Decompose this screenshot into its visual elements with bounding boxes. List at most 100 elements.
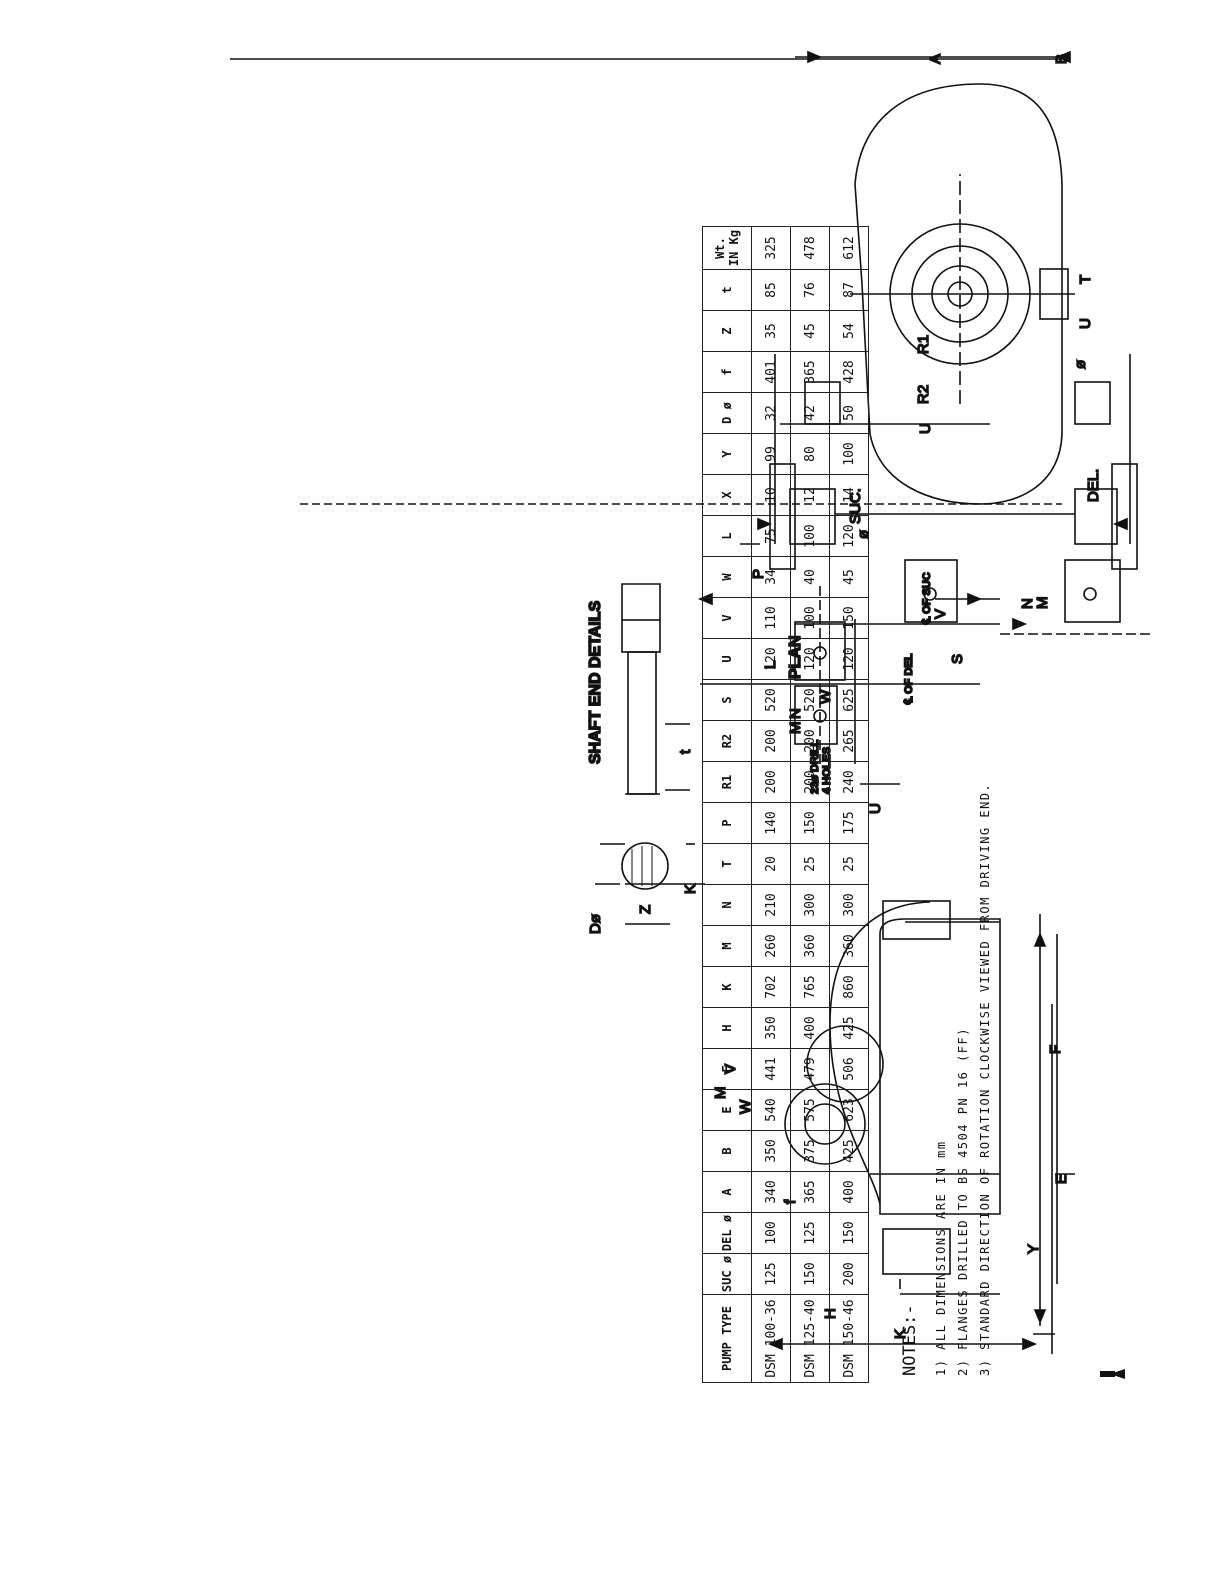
label-dia-suc: ø <box>855 530 872 539</box>
table-cell: 99 <box>751 433 791 475</box>
note-item: 2) FLANGES DRILLED TO BS 4504 PN 16 (FF) <box>956 1027 970 1376</box>
table-cell: 100 <box>790 597 830 639</box>
label-H: H <box>822 1308 839 1319</box>
table-cell: 45 <box>829 556 869 598</box>
table-cell: 35 <box>751 310 791 352</box>
pump-type-cell: DSM 150-46 <box>829 1294 869 1383</box>
col-header: E <box>702 1089 752 1131</box>
table-cell: 120 <box>829 638 869 680</box>
label-N-plan: N <box>1019 598 1036 609</box>
table-cell: 150 <box>790 802 830 844</box>
table-cell: 32 <box>751 392 791 434</box>
col-header: SUC ø <box>702 1253 752 1295</box>
label-N2-plan: N <box>787 708 804 719</box>
table-cell: 425 <box>829 1130 869 1172</box>
label-W-plan: W <box>817 689 834 704</box>
col-header: Wt. IN Kg <box>702 226 752 270</box>
table-cell: 34 <box>751 556 791 598</box>
table-cell: 350 <box>751 1130 791 1172</box>
label-L-plan: L <box>762 661 779 669</box>
label-D: Dø <box>587 914 604 934</box>
table-cell: 575 <box>790 1089 830 1131</box>
col-header: A <box>702 1171 752 1213</box>
table-cell: 265 <box>829 720 869 762</box>
col-header: R1 <box>702 761 752 803</box>
table-cell: 625 <box>829 679 869 721</box>
label-S: S <box>949 654 966 664</box>
col-header: D ø <box>702 392 752 434</box>
col-header: H <box>702 1007 752 1049</box>
table-cell: 25 <box>829 843 869 885</box>
table-cell: 45 <box>790 310 830 352</box>
table-cell: 520 <box>790 679 830 721</box>
table-cell: 50 <box>829 392 869 434</box>
col-header: R2 <box>702 720 752 762</box>
table-cell: 360 <box>790 925 830 967</box>
table-cell: 200 <box>751 761 791 803</box>
col-header: U <box>702 638 752 680</box>
table-cell: 175 <box>829 802 869 844</box>
table-cell: 401 <box>751 351 791 393</box>
col-header: f <box>702 351 752 393</box>
col-header: Y <box>702 433 752 475</box>
table-cell: 14 <box>829 474 869 516</box>
table-cell: 120 <box>751 638 791 680</box>
table-cell: 300 <box>790 884 830 926</box>
table-cell: 10 <box>751 474 791 516</box>
label-K-shaft: K <box>682 884 699 894</box>
table-cell: 400 <box>829 1171 869 1213</box>
col-header: K <box>702 966 752 1008</box>
table-cell: 400 <box>790 1007 830 1049</box>
table-cell: 100 <box>829 433 869 475</box>
table-cell: 325 <box>751 226 791 270</box>
table-cell: 360 <box>829 925 869 967</box>
table-cell: 478 <box>790 226 830 270</box>
table-cell: 612 <box>829 226 869 270</box>
label-R1: R1 <box>915 335 932 354</box>
table-cell: 87 <box>829 269 869 311</box>
col-header: F <box>702 1048 752 1090</box>
table-cell: 110 <box>751 597 791 639</box>
table-cell: 100 <box>790 515 830 557</box>
col-header: DEL ø <box>702 1212 752 1254</box>
label-K-side: K <box>892 1329 909 1339</box>
table-cell: 200 <box>751 720 791 762</box>
label-U-plan: U <box>867 803 884 814</box>
label-cl-del: ℄ OF DEL <box>903 653 915 705</box>
table-cell: 200 <box>790 761 830 803</box>
col-header: T <box>702 843 752 885</box>
col-header: B <box>702 1130 752 1172</box>
label-dia-del: ø <box>1072 360 1089 369</box>
label-M-side: M <box>712 1087 729 1100</box>
col-header: PUMP TYPE <box>702 1294 752 1383</box>
table-cell: 150 <box>829 597 869 639</box>
shaft-end-view <box>595 583 705 925</box>
col-header: X <box>702 474 752 516</box>
dimension-table: PUMP TYPE SUC ø DEL ø A B E F H K M N T … <box>702 226 869 1383</box>
table-cell: 365 <box>790 351 830 393</box>
table-cell: 240 <box>829 761 869 803</box>
label-del: DEL. <box>1085 469 1102 502</box>
col-header: W <box>702 556 752 598</box>
label-f: f <box>782 1199 799 1204</box>
table-cell: 428 <box>829 351 869 393</box>
table-cell: 42 <box>790 392 830 434</box>
table-cell: 12 <box>790 474 830 516</box>
label-R2: R2 <box>915 385 932 404</box>
label-suc: SUC. <box>847 488 864 524</box>
label-T: T <box>1077 275 1094 284</box>
pump-type-cell: DSM 100-36 <box>751 1294 791 1383</box>
col-header: L <box>702 515 752 557</box>
label-W-side: W <box>737 1099 754 1114</box>
label-M2-plan: M <box>787 722 804 735</box>
label-U1: U <box>1077 318 1094 329</box>
label-cl-suc: ℄ OF SUC <box>921 572 933 625</box>
table-cell: 140 <box>751 802 791 844</box>
table-cell: 623 <box>829 1089 869 1131</box>
note-item: 1) ALL DIMENSIONS ARE IN mm <box>934 1140 948 1376</box>
